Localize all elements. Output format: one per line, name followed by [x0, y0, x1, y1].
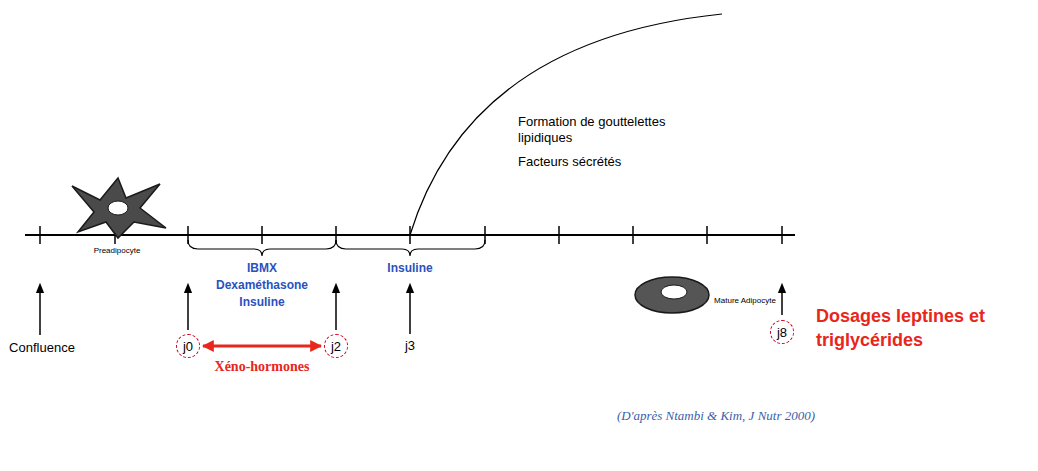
cell-name: Mature Adipocyte — [714, 296, 776, 306]
preadipocyte-figure — [72, 178, 166, 238]
day-label: j0 — [183, 339, 193, 354]
period-brace — [336, 240, 485, 256]
edge-label: Xéno-hormones — [215, 358, 310, 376]
day-circle: j0 — [176, 334, 200, 358]
day-circle: j2 — [324, 334, 348, 358]
day-label: j2 — [331, 339, 341, 354]
treatment-name: Insuline — [387, 261, 432, 276]
assay-note: Dosages leptines et triglycérides — [816, 304, 1026, 353]
day-circle: j8 — [770, 320, 794, 344]
source-caption: (D'après Ntambi & Kim, J Nutr 2000) — [617, 408, 815, 424]
treatment-name: IBMX — [247, 261, 277, 276]
time-label: j3 — [405, 338, 415, 354]
time-label: Confluence — [9, 340, 75, 356]
process-note: Formation de gouttelettes lipidiques — [518, 114, 678, 147]
cell-name: Preadipocyte — [94, 246, 141, 256]
adipocyte-figure — [635, 277, 709, 313]
day-label: j8 — [777, 325, 787, 340]
treatment-name: Insuline — [239, 295, 284, 310]
period-brace — [188, 240, 336, 256]
growth-curve — [410, 14, 722, 235]
treatment-name: Dexaméthasone — [216, 278, 308, 293]
period-arrow — [203, 345, 321, 348]
axis-ticks — [40, 226, 782, 244]
process-note: Facteurs sécrétés — [518, 154, 621, 170]
